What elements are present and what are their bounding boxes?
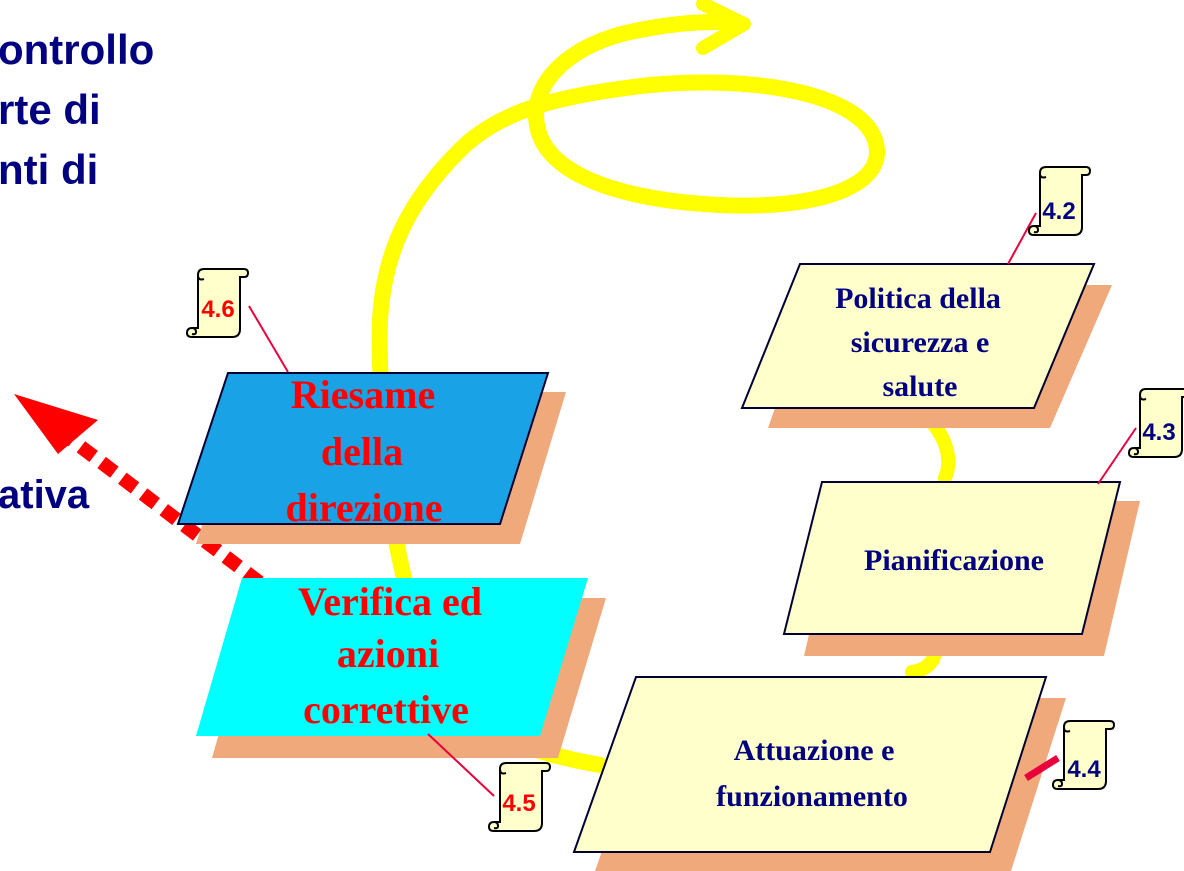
scroll-4-4: 4.4 [1052, 720, 1115, 790]
box-attuazione: Attuazione e funzionamento [572, 676, 1066, 871]
scroll-4-2-label: 4.2 [1042, 198, 1075, 225]
connectors [248, 212, 1137, 797]
box-verifica-shape [196, 578, 588, 736]
box-verifica-line-2: azioni [337, 631, 439, 676]
side-label: ativa [0, 473, 90, 517]
heading-line-2: rte di [0, 86, 101, 133]
dotted-arrow-icon [14, 394, 285, 604]
heading-line-3: nti di [0, 146, 98, 193]
box-politica-line-3: salute [883, 370, 958, 403]
box-politica-line-2: sicurezza e [851, 326, 990, 359]
box-verifica: Verifica ed azioni correttive [196, 578, 606, 758]
box-verifica-line-1: Verifica ed [298, 579, 482, 624]
connector-4-6 [248, 305, 289, 373]
box-pianificazione: Pianificazione [782, 481, 1140, 656]
box-riesame-line-1: Riesame [291, 372, 435, 417]
box-riesame: Riesame della direzione [176, 372, 566, 544]
box-attuazione-line-2: funzionamento [716, 780, 908, 813]
heading: ontrollo rte di nti di ativa [0, 26, 154, 517]
scroll-4-6-label: 4.6 [201, 296, 234, 323]
box-attuazione-shape [572, 676, 1048, 853]
box-attuazione-line-1: Attuazione e [734, 734, 895, 767]
box-verifica-line-3: correttive [303, 687, 469, 732]
box-riesame-shape [176, 372, 550, 525]
box-pianificazione-shape [782, 481, 1122, 635]
box-politica-line-1: Politica della [835, 282, 1001, 315]
scroll-4-6: 4.6 [186, 268, 249, 338]
scroll-4-4-label: 4.4 [1067, 756, 1101, 783]
scroll-4-3-label: 4.3 [1142, 419, 1175, 446]
box-politica: Politica della sicurezza e salute [740, 263, 1112, 428]
scroll-4-5: 4.5 [488, 762, 551, 832]
box-riesame-line-2: della [321, 429, 403, 474]
scroll-4-3: 4.3 [1128, 388, 1184, 458]
connector-4-4 [1024, 755, 1060, 781]
scroll-4-5-label: 4.5 [502, 790, 535, 817]
box-politica-shape [740, 263, 1096, 409]
connector-4-2 [1007, 212, 1037, 265]
connector-4-5 [427, 733, 495, 797]
scroll-4-2: 4.2 [1028, 166, 1091, 236]
box-riesame-line-3: direzione [285, 485, 442, 530]
box-pianificazione-line-1: Pianificazione [864, 544, 1044, 577]
heading-line-1: ontrollo [0, 26, 154, 73]
connector-4-3 [1097, 427, 1137, 485]
